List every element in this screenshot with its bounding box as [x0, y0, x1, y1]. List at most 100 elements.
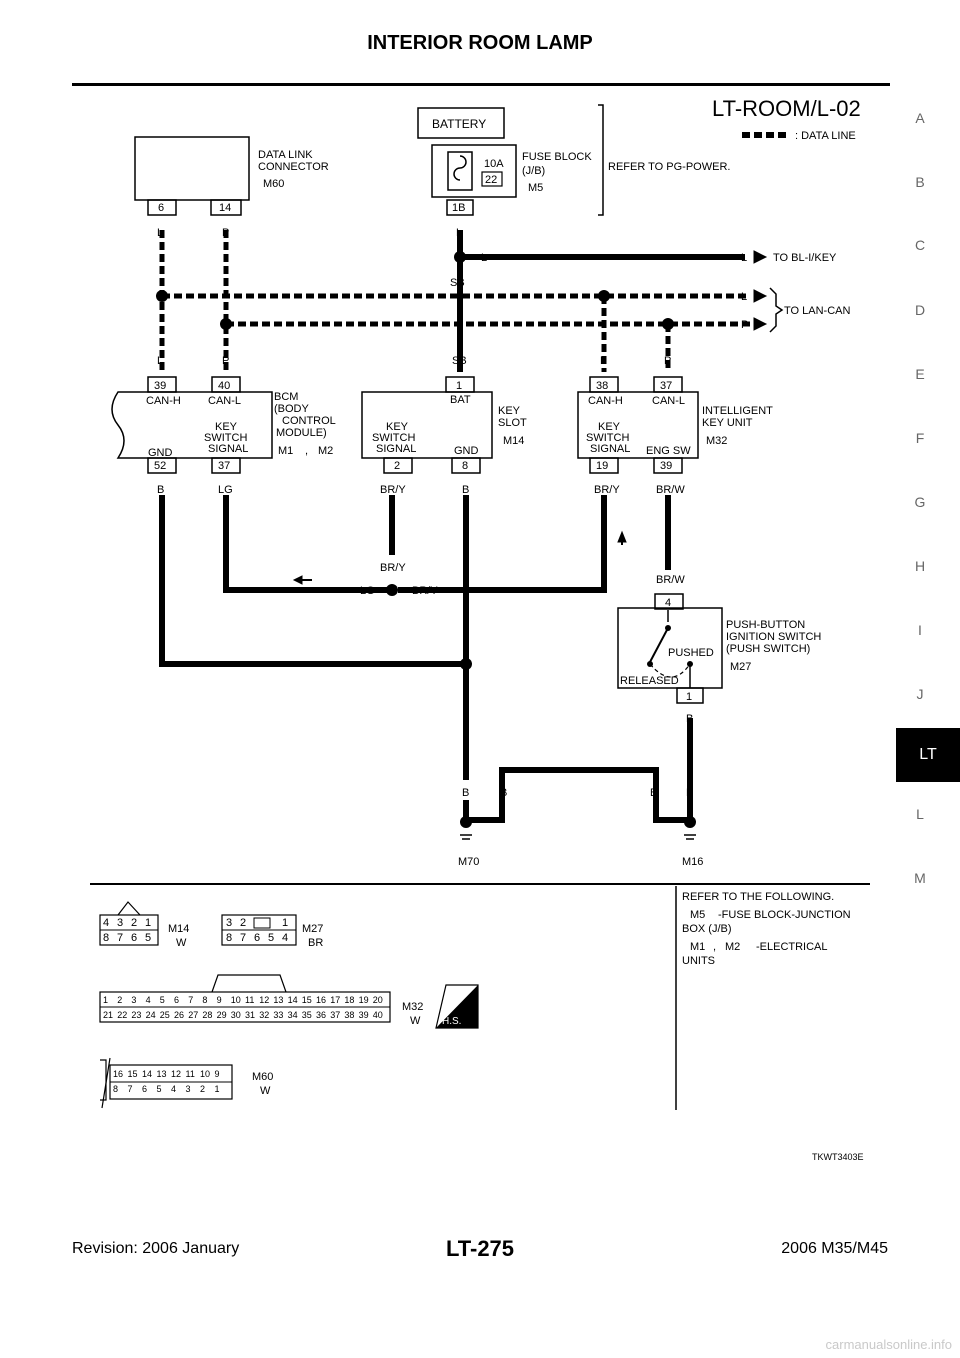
connector-pin: 9	[217, 995, 222, 1005]
svg-text:4: 4	[665, 597, 671, 609]
connector-pin: 18	[344, 995, 354, 1005]
push-switch-box	[617, 607, 723, 689]
svg-text:GND: GND	[454, 445, 479, 457]
fuse-block-box	[431, 144, 517, 198]
side-tab-e[interactable]: E	[915, 366, 925, 382]
iku-box	[577, 391, 699, 459]
connector-pin: 27	[188, 1010, 198, 1020]
svg-text:KEY UNIT: KEY UNIT	[702, 417, 753, 429]
svg-text:GND: GND	[148, 447, 173, 459]
connector-pin: 14	[142, 1069, 152, 1079]
svg-text:UNITS: UNITS	[682, 955, 715, 967]
iku-conn-tag: M32	[706, 435, 727, 447]
svg-text:2: 2	[240, 917, 246, 929]
connector-pin: 14	[288, 995, 298, 1005]
refer-pg-power: REFER TO PG-POWER.	[608, 161, 730, 173]
connector-pin: 4	[171, 1084, 176, 1094]
svg-text:M1: M1	[690, 941, 705, 953]
svg-text:39: 39	[660, 460, 672, 472]
connector-pin: 16	[316, 995, 326, 1005]
connector-pin: 35	[302, 1010, 312, 1020]
svg-text:CAN-H: CAN-H	[146, 395, 181, 407]
svg-text:M32: M32	[402, 1001, 423, 1013]
side-tab-i[interactable]: I	[918, 622, 922, 638]
side-tab-c[interactable]: C	[914, 237, 926, 253]
connector-pin: 19	[359, 995, 369, 1005]
side-tab-lt-active[interactable]: LT	[896, 728, 960, 782]
side-tab-a[interactable]: A	[915, 110, 925, 126]
side-tab-m[interactable]: M	[914, 870, 926, 886]
svg-text:P: P	[741, 319, 748, 331]
iku-label: INTELLIGENT	[702, 405, 773, 417]
svg-text:19: 19	[596, 460, 608, 472]
svg-text:L: L	[741, 291, 747, 303]
side-tab-b[interactable]: B	[915, 174, 925, 190]
bcm-label: BCM	[274, 391, 298, 403]
side-tab-g[interactable]: G	[914, 494, 926, 510]
side-tab-d[interactable]: D	[914, 302, 926, 318]
connector-pin: 11	[186, 1069, 195, 1079]
svg-text:(PUSH SWITCH): (PUSH SWITCH)	[726, 643, 810, 655]
legend-label: : DATA LINE	[795, 130, 856, 142]
svg-text:37: 37	[218, 460, 230, 472]
push-switch-conn-tag: M27	[730, 661, 751, 673]
svg-text:BAT: BAT	[450, 394, 471, 406]
svg-text:6: 6	[254, 932, 260, 944]
svg-text:L: L	[456, 227, 462, 239]
svg-text:RELEASED: RELEASED	[620, 675, 679, 687]
connector-pin: 30	[231, 1010, 241, 1020]
connector-pin: 1	[215, 1084, 220, 1094]
connector-pin: 7	[128, 1084, 133, 1094]
to-bl-ikey: TO BL-I/KEY	[773, 252, 837, 264]
connector-pin: 21	[103, 1010, 113, 1020]
connector-pin: 15	[302, 995, 312, 1005]
svg-text:8: 8	[226, 932, 232, 944]
bcm-conn-m2: M2	[318, 445, 333, 457]
svg-text:B: B	[157, 484, 164, 496]
svg-text:(BODY: (BODY	[274, 403, 310, 415]
connector-pin: 29	[217, 1010, 227, 1020]
svg-text:CONTROL: CONTROL	[282, 415, 336, 427]
side-tab-j[interactable]: J	[916, 686, 924, 702]
svg-text:1: 1	[456, 380, 462, 392]
svg-text:B: B	[500, 787, 507, 799]
svg-text:37: 37	[660, 380, 672, 392]
svg-text:B: B	[650, 787, 657, 799]
svg-text:14: 14	[219, 202, 231, 214]
side-tab-h[interactable]: H	[914, 558, 926, 574]
svg-text:SB: SB	[450, 277, 465, 289]
svg-text:10A: 10A	[484, 158, 504, 170]
svg-text:M27: M27	[302, 923, 323, 935]
svg-text:6: 6	[158, 202, 164, 214]
connector-pin: 3	[186, 1084, 191, 1094]
connector-pin: 36	[316, 1010, 326, 1020]
side-tab-f[interactable]: F	[915, 430, 925, 446]
connector-pin: 3	[131, 995, 136, 1005]
svg-text:SB: SB	[452, 355, 467, 367]
svg-text:3: 3	[226, 917, 232, 929]
side-tab-l[interactable]: L	[916, 806, 924, 822]
connector-pin: 12	[171, 1069, 181, 1079]
connector-pin: 8	[202, 995, 207, 1005]
svg-text:1B: 1B	[452, 202, 465, 214]
footer-page-number: LT-275	[445, 1236, 515, 1261]
svg-text:W: W	[410, 1015, 421, 1027]
connector-pin: 13	[273, 995, 283, 1005]
connector-pin: 1	[103, 995, 108, 1005]
connector-pin: 34	[288, 1010, 298, 1020]
svg-text:SWITCH: SWITCH	[372, 432, 415, 444]
dlc-conn-tag: M60	[263, 178, 284, 190]
svg-text:BR/Y: BR/Y	[594, 484, 620, 496]
svg-text:PUSHED: PUSHED	[668, 647, 714, 659]
connector-pin: 40	[373, 1010, 383, 1020]
svg-text:M2: M2	[725, 941, 740, 953]
svg-text:SWITCH: SWITCH	[586, 432, 629, 444]
connector-pin: 20	[373, 995, 383, 1005]
connector-pin: 28	[202, 1010, 212, 1020]
connector-pin: 17	[330, 995, 340, 1005]
connector-pin: 10	[231, 995, 241, 1005]
dlc-box	[134, 136, 250, 201]
connector-pin: 11	[245, 995, 254, 1005]
footer-revision: Revision: 2006 January	[72, 1240, 240, 1257]
svg-text:P: P	[222, 227, 229, 239]
